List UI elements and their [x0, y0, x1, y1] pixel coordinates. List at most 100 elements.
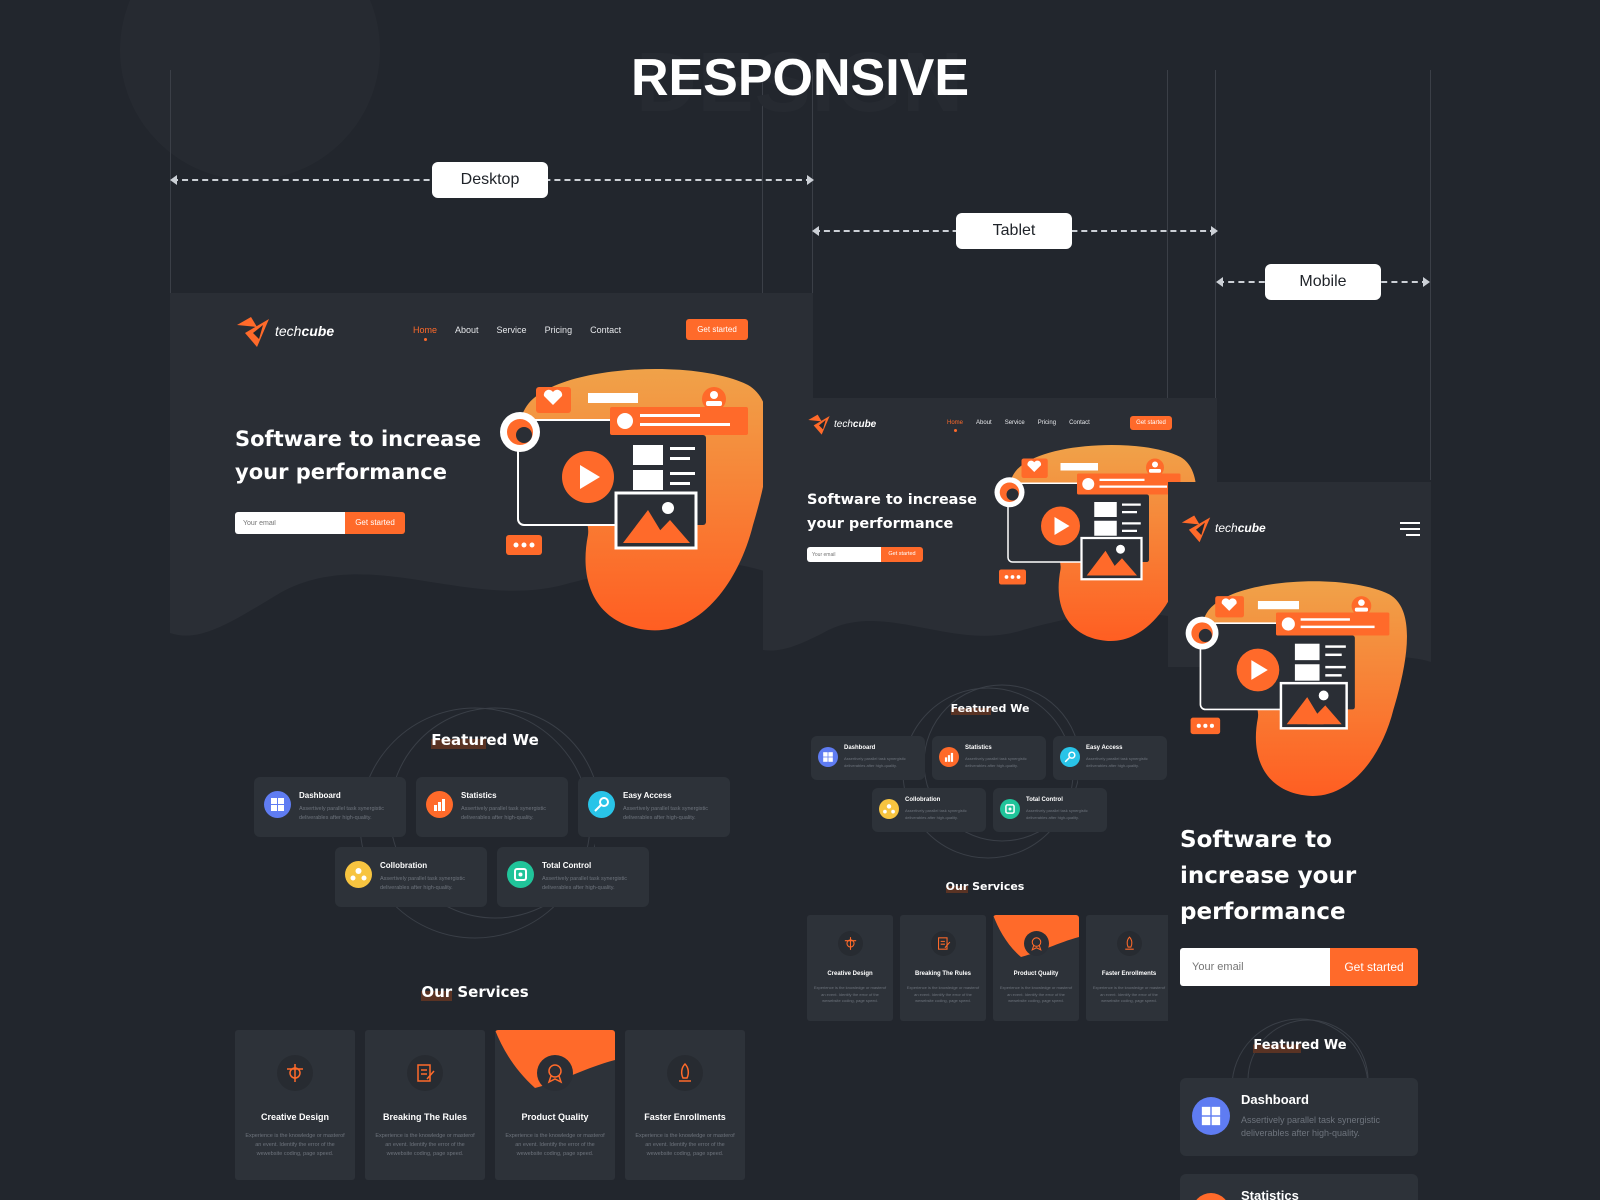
feature-desc: Assertively parallel task synergistic de…: [1241, 1115, 1381, 1138]
brand-prefix: tech: [1215, 521, 1238, 535]
service-icon-ring: [1024, 931, 1049, 956]
feature-card[interactable]: Collobration Assertively parallel task s…: [335, 847, 487, 907]
service-card[interactable]: Breaking The Rules Experience is the kno…: [365, 1030, 485, 1180]
feature-card[interactable]: Easy Access Assertively parallel task sy…: [1053, 736, 1167, 780]
nav-pricing[interactable]: Pricing: [1037, 420, 1057, 426]
service-card-active[interactable]: Product Quality Experience is the knowle…: [495, 1030, 615, 1180]
brand-suffix: cube: [301, 323, 335, 339]
services-title-rest: Services: [968, 880, 1025, 893]
brand-suffix: cube: [1237, 521, 1266, 535]
feature-card[interactable]: Dashboard Assertively parallel task syne…: [1180, 1078, 1418, 1156]
nav-home[interactable]: Home: [947, 420, 964, 432]
featured-title-rest: ed We: [1301, 1038, 1347, 1053]
feature-desc: Assertively parallel task synergistic de…: [1026, 808, 1088, 820]
arrow-right-icon: [1423, 277, 1430, 287]
feature-card[interactable]: Statistics Assertively parallel task syn…: [416, 777, 568, 837]
nav-about[interactable]: About: [455, 325, 479, 335]
feature-card[interactable]: Statistics Assertively parallel task syn…: [1180, 1174, 1418, 1200]
feature-card[interactable]: Total Control Assertively parallel task …: [993, 788, 1107, 832]
nav-service[interactable]: Service: [496, 325, 527, 335]
arrow-left-icon: [170, 175, 177, 185]
brand-logo[interactable]: techcube: [1180, 512, 1266, 544]
team-icon: [345, 861, 372, 888]
rocket-icon: [1125, 936, 1134, 950]
service-card[interactable]: Creative Design Experience is the knowle…: [235, 1030, 355, 1180]
feature-desc: Assertively parallel task synergistic de…: [299, 806, 384, 821]
service-title: Faster Enrollments: [644, 1112, 726, 1122]
service-title: Creative Design: [260, 1112, 330, 1122]
dashboard-icon: [818, 747, 838, 767]
hero-illustration: [1185, 581, 1407, 796]
service-title: Faster Enrollments: [1101, 971, 1157, 977]
email-input[interactable]: [1180, 948, 1330, 986]
desktop-mockup: techcube Home About Service Pricing Cont…: [170, 293, 813, 1200]
featured-title-rest: ed We: [991, 702, 1030, 715]
service-desc: Experience is the knowledge or masterof …: [635, 1133, 735, 1157]
team-icon: [879, 799, 899, 819]
nav-about[interactable]: About: [976, 420, 992, 426]
service-title: Breaking The Rules: [914, 971, 971, 977]
nav-contact[interactable]: Contact: [590, 325, 622, 335]
creative-design-icon: [287, 1064, 303, 1082]
arrow-left-icon: [1216, 277, 1223, 287]
service-card[interactable]: Breaking The Rules Experience is the kno…: [900, 915, 986, 1021]
main-nav: Home About Service Pricing Contact: [413, 325, 622, 341]
header-get-started-button[interactable]: Get started: [686, 319, 748, 340]
service-icon-ring: [537, 1055, 573, 1091]
feature-desc: Assertively parallel task synergistic de…: [623, 806, 708, 821]
nav-service[interactable]: Service: [1004, 420, 1025, 426]
bar-chart-icon: [939, 747, 959, 767]
feature-card[interactable]: Dashboard Assertively parallel task syne…: [811, 736, 925, 780]
service-desc: Experience is the knowledge or masterof …: [813, 985, 887, 1003]
control-icon: [507, 861, 534, 888]
feature-card[interactable]: Dashboard Assertively parallel task syne…: [254, 777, 406, 837]
feature-title: Collobration: [380, 861, 428, 870]
bar-chart-icon: [1192, 1193, 1230, 1200]
featured-section-title: Featured We: [1200, 1038, 1400, 1053]
service-card[interactable]: Faster Enrollments Experience is the kno…: [1086, 915, 1172, 1021]
service-icon-ring: [407, 1055, 443, 1091]
brand-suffix: cube: [852, 418, 877, 430]
email-input[interactable]: [235, 512, 345, 534]
arrow-left-icon: [812, 226, 819, 236]
hero-title: Software to increase your performance: [1180, 827, 1357, 925]
nav-pricing[interactable]: Pricing: [544, 325, 573, 335]
service-card[interactable]: Creative Design Experience is the knowle…: [807, 915, 893, 1021]
email-submit-button[interactable]: Get started: [881, 547, 923, 562]
document-edit-icon: [938, 937, 951, 950]
feature-title: Total Control: [542, 861, 592, 870]
rocket-icon: [679, 1062, 691, 1082]
feature-card[interactable]: Total Control Assertively parallel task …: [497, 847, 649, 907]
brand-prefix: tech: [834, 418, 853, 430]
page-headline: RESPONSIVE: [630, 49, 970, 107]
service-card[interactable]: Faster Enrollments Experience is the kno…: [625, 1030, 745, 1180]
header-get-started-button[interactable]: Get started: [1130, 416, 1172, 430]
featured-title-rest: ed We: [486, 731, 539, 749]
feature-title: Dashboard: [844, 745, 876, 751]
feature-title: Statistics: [965, 745, 992, 751]
featured-title-highlight: Featur: [1253, 1038, 1302, 1053]
brand-logo[interactable]: techcube: [807, 412, 876, 436]
feature-card[interactable]: Statistics Assertively parallel task syn…: [932, 736, 1046, 780]
brand-prefix: tech: [275, 323, 302, 339]
nav-contact[interactable]: Contact: [1069, 420, 1090, 426]
email-input[interactable]: [807, 547, 881, 562]
bar-chart-icon: [426, 791, 453, 818]
featured-title-highlight: Featur: [431, 731, 487, 749]
feature-card[interactable]: Easy Access Assertively parallel task sy…: [578, 777, 730, 837]
email-submit-button[interactable]: Get started: [345, 512, 405, 534]
feature-card[interactable]: Collobration Assertively parallel task s…: [872, 788, 986, 832]
service-desc: Experience is the knowledge or masterof …: [1092, 985, 1166, 1003]
services-section-title: Our Services: [340, 983, 610, 1001]
nav-home[interactable]: Home: [413, 325, 438, 341]
desktop-label: Desktop: [432, 162, 548, 198]
brand-logo[interactable]: techcube: [235, 313, 334, 349]
email-submit-button[interactable]: Get started: [1330, 948, 1418, 986]
feature-desc: Assertively parallel task synergistic de…: [380, 876, 465, 891]
hamburger-menu-icon[interactable]: [1400, 521, 1420, 537]
service-icon-ring: [931, 931, 956, 956]
hero-title: Software to increase your performance: [235, 427, 482, 484]
quality-badge-icon: [1031, 937, 1042, 951]
service-card-active[interactable]: Product Quality Experience is the knowle…: [993, 915, 1079, 1021]
mobile-mockup: techcube Software to increase your perfo…: [1168, 482, 1431, 1200]
